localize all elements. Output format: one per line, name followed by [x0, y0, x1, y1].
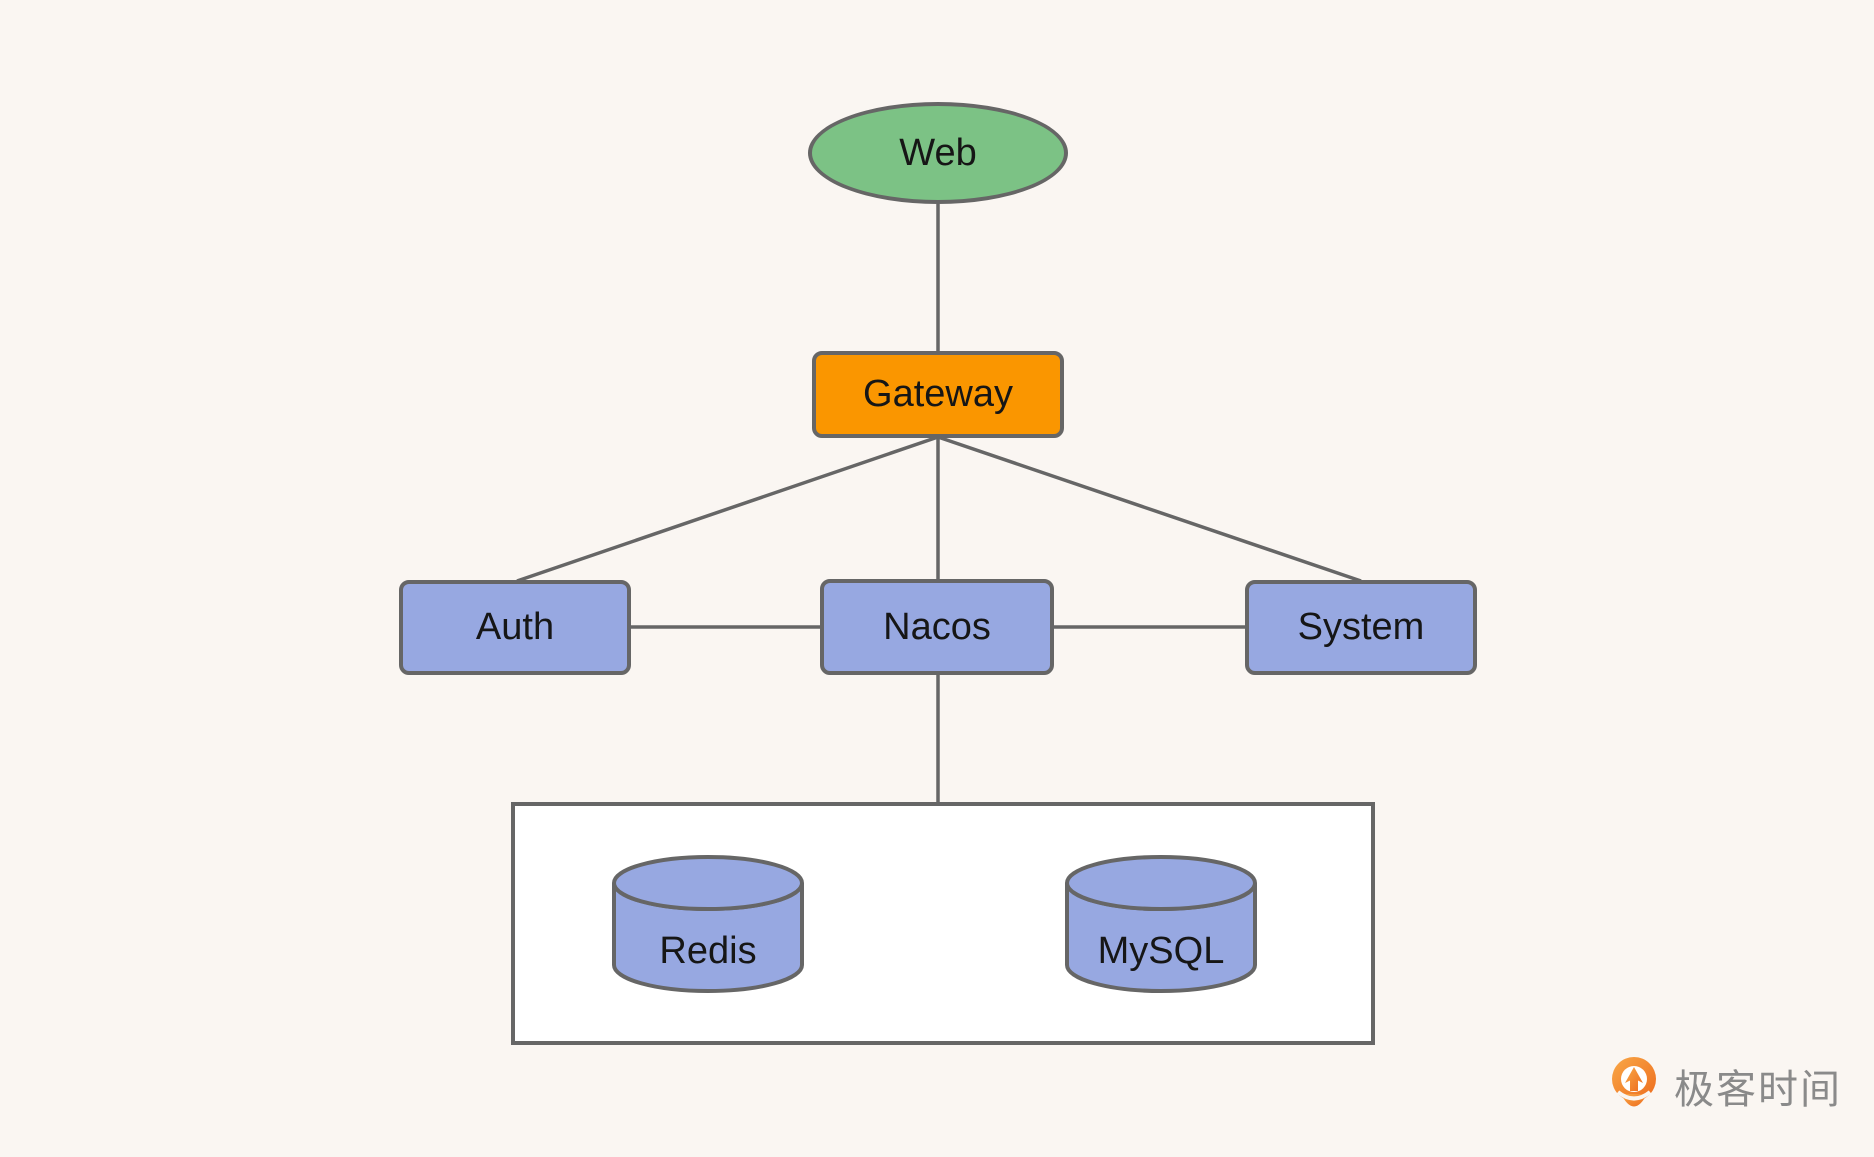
node-mysql-label: MySQL: [1097, 929, 1225, 972]
node-nacos: Nacos: [820, 579, 1054, 675]
node-nacos-label: Nacos: [883, 605, 991, 648]
node-system: System: [1245, 580, 1477, 675]
node-web-label: Web: [899, 131, 977, 174]
geektime-logo-icon: [1612, 1057, 1656, 1107]
node-system-label: System: [1297, 606, 1425, 648]
node-gateway-label: Gateway: [863, 373, 1013, 415]
node-auth: Auth: [399, 580, 631, 675]
edge-gateway-auth: [516, 435, 939, 583]
cylinder-shape: [612, 855, 804, 993]
node-redis: Redis: [610, 853, 806, 995]
node-gateway: Gateway: [812, 351, 1064, 438]
geektime-logo-text: 极客时间: [1674, 1068, 1842, 1112]
node-mysql: MySQL: [1062, 853, 1260, 995]
geektime-logo: 极客时间: [1608, 1054, 1842, 1118]
edge-gateway-system: [937, 435, 1362, 583]
cylinder-shape: [1065, 855, 1257, 993]
node-web: Web: [808, 102, 1068, 204]
node-auth-label: Auth: [475, 606, 555, 648]
node-redis-label: Redis: [659, 929, 757, 972]
